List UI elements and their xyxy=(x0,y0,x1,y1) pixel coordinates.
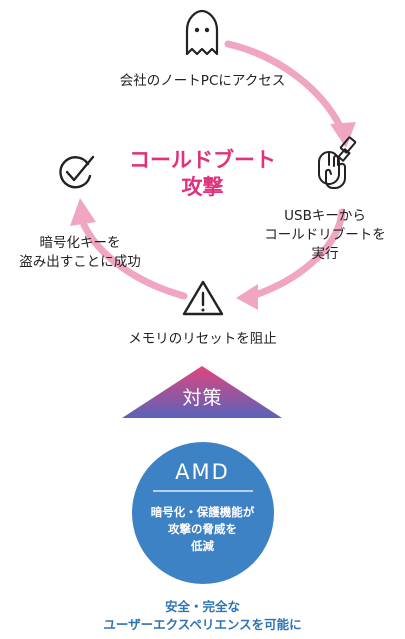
center-title: コールドブート 攻撃 xyxy=(0,147,405,201)
arrowhead-up-left xyxy=(70,198,96,226)
footer-caption: 安全・完全な ユーザーエクスペリエンスを可能に xyxy=(0,598,405,634)
arrow-heads xyxy=(70,122,356,310)
arrow-bottom-left xyxy=(80,221,188,300)
step-block-memory-reset: メモリのリセットを阻止 xyxy=(128,331,277,347)
center-title-line1: コールドブート xyxy=(129,148,276,172)
mouse-usb-icon xyxy=(318,136,357,189)
step-steal-line2: 盗み出すことに成功 xyxy=(19,254,141,270)
countermeasure-label: 対策 xyxy=(182,387,223,409)
step-usb-line2: コールドリブートを xyxy=(264,227,386,243)
arrowhead-left xyxy=(236,284,258,310)
countermeasure-triangle xyxy=(122,366,282,418)
arrow-bottom-right xyxy=(248,208,346,300)
amd-desc-line3: 低減 xyxy=(191,539,214,553)
footer-line2: ユーザーエクスペリエンスを可能に xyxy=(103,617,302,632)
amd-desc-line1: 暗号化・保護機能が xyxy=(150,505,255,519)
amd-title: AMD xyxy=(175,460,230,484)
cycle-arrows xyxy=(80,40,346,300)
center-title-line2: 攻撃 xyxy=(181,175,224,199)
footer-line1: 安全・完全な xyxy=(164,599,240,614)
arrow-top-right xyxy=(224,40,345,132)
amd-desc-line2: 攻撃の脅威を xyxy=(168,522,237,536)
step-usb-cold-reboot: USBキーから コールドリブートを 実行 xyxy=(250,207,400,264)
amd-circle xyxy=(132,442,274,584)
amd-description: 暗号化・保護機能が 攻撃の脅威を 低減 xyxy=(0,504,405,555)
step-steal-encryption-key: 暗号化キーを 盗み出すことに成功 xyxy=(10,234,150,272)
arrowhead-down-right xyxy=(330,122,356,148)
step-usb-line3: 実行 xyxy=(311,246,339,262)
step-access-laptop: 会社のノートPCにアクセス xyxy=(119,73,286,89)
warning-icon xyxy=(182,280,224,316)
check-icon xyxy=(59,155,95,189)
ghost-icon xyxy=(185,9,219,56)
step-steal-line1: 暗号化キーを xyxy=(39,235,121,251)
step-usb-line1: USBキーから xyxy=(284,208,366,224)
